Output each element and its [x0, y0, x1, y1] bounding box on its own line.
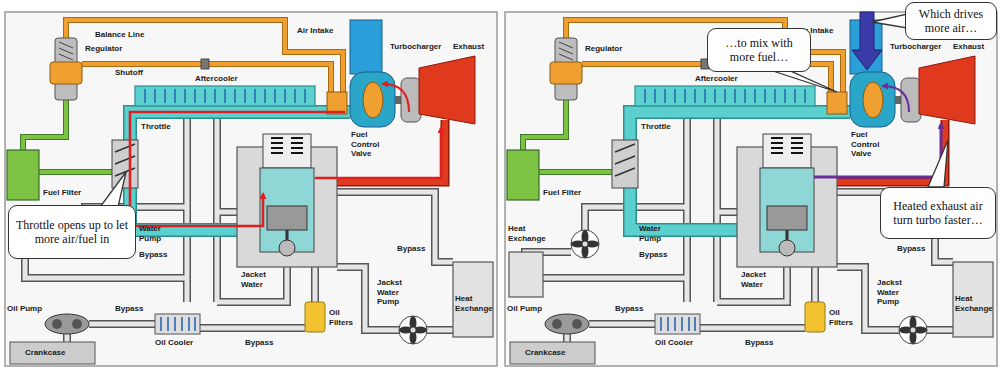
part-label: Aftercooler — [695, 74, 738, 84]
part-label: Fuel Filter — [43, 188, 81, 198]
part-label: Throttle — [141, 122, 171, 132]
part-label: Exhaust — [453, 42, 484, 52]
part-label: Turbocharger — [390, 42, 441, 52]
part-label: Regulator — [585, 44, 622, 54]
callout-text: Which drives more air… — [911, 7, 991, 35]
callout-text: Heated exhaust air turn turbo faster… — [886, 199, 990, 227]
part-label: Shutoff — [115, 68, 143, 78]
part-label: Crankcase — [25, 348, 65, 358]
callout-tail — [928, 140, 948, 187]
part-label: Bypass — [745, 338, 773, 348]
right-engine-panel — [505, 12, 997, 366]
callout-bubble: Throttle opens up to let more air/fuel i… — [8, 205, 136, 259]
part-label: Fuel Control Valve — [851, 130, 887, 159]
callout-tail — [770, 70, 837, 92]
callout-bubble: Heated exhaust air turn turbo faster… — [880, 187, 996, 239]
part-label: Oil Filters — [829, 308, 859, 327]
part-label: Fuel Filter — [543, 188, 581, 198]
callout-body: …to mix with more fuel… — [713, 36, 805, 64]
part-label: Fuel Control Valve — [351, 130, 387, 159]
part-label: Bypass — [245, 338, 273, 348]
part-label: Oil Filters — [329, 308, 359, 327]
part-label: Bypass — [139, 250, 167, 260]
part-label: Jacket Water — [741, 270, 773, 289]
part-label: Balance Line — [95, 30, 144, 40]
part-label: Jackst Water Pump — [877, 278, 907, 307]
part-label: Heat Exchange — [955, 294, 991, 313]
callout-tail — [872, 14, 907, 28]
part-label: Oil Pump — [507, 304, 542, 314]
callout-tail — [100, 172, 126, 207]
part-label: Jackst Water Pump — [377, 278, 407, 307]
part-label: Throttle — [641, 122, 671, 132]
load-flow-arrows — [130, 84, 441, 226]
part-label: Bypass — [397, 244, 425, 254]
callout-bubble: Which drives more air… — [905, 2, 997, 40]
callout-text: Throttle opens up to let more air/fuel i… — [14, 218, 130, 246]
part-label: Oil Cooler — [155, 338, 193, 348]
part-label: Regulator — [85, 44, 122, 54]
part-label: Aftercooler — [195, 74, 238, 84]
part-label: Water Pump — [139, 224, 179, 243]
part-label: Bypass — [897, 244, 925, 254]
part-label: Heat Exchange — [455, 294, 491, 313]
part-label: Oil Cooler — [655, 338, 693, 348]
callout-body: Which drives more air… — [911, 7, 991, 35]
part-label: Heat Exchange — [508, 224, 548, 243]
left-engine-panel — [5, 12, 497, 366]
part-label: Bypass — [615, 304, 643, 314]
part-label: Bypass — [639, 250, 667, 260]
part-label: Crankcase — [525, 348, 565, 358]
turbo-flow-arrows — [509, 12, 941, 297]
callout-text: …to mix with more fuel… — [713, 36, 805, 64]
part-label: Exhaust — [953, 42, 984, 52]
part-label: Jacket Water — [241, 270, 273, 289]
part-label: Water Pump — [639, 224, 679, 243]
part-label: Bypass — [115, 304, 143, 314]
callout-bubble: …to mix with more fuel… — [707, 28, 811, 72]
part-label: Air Intake — [297, 26, 333, 36]
callout-body: Heated exhaust air turn turbo faster… — [886, 199, 990, 227]
part-label: Turbocharger — [890, 42, 941, 52]
part-label: Oil Pump — [7, 304, 42, 314]
callout-body: Throttle opens up to let more air/fuel i… — [14, 218, 130, 246]
